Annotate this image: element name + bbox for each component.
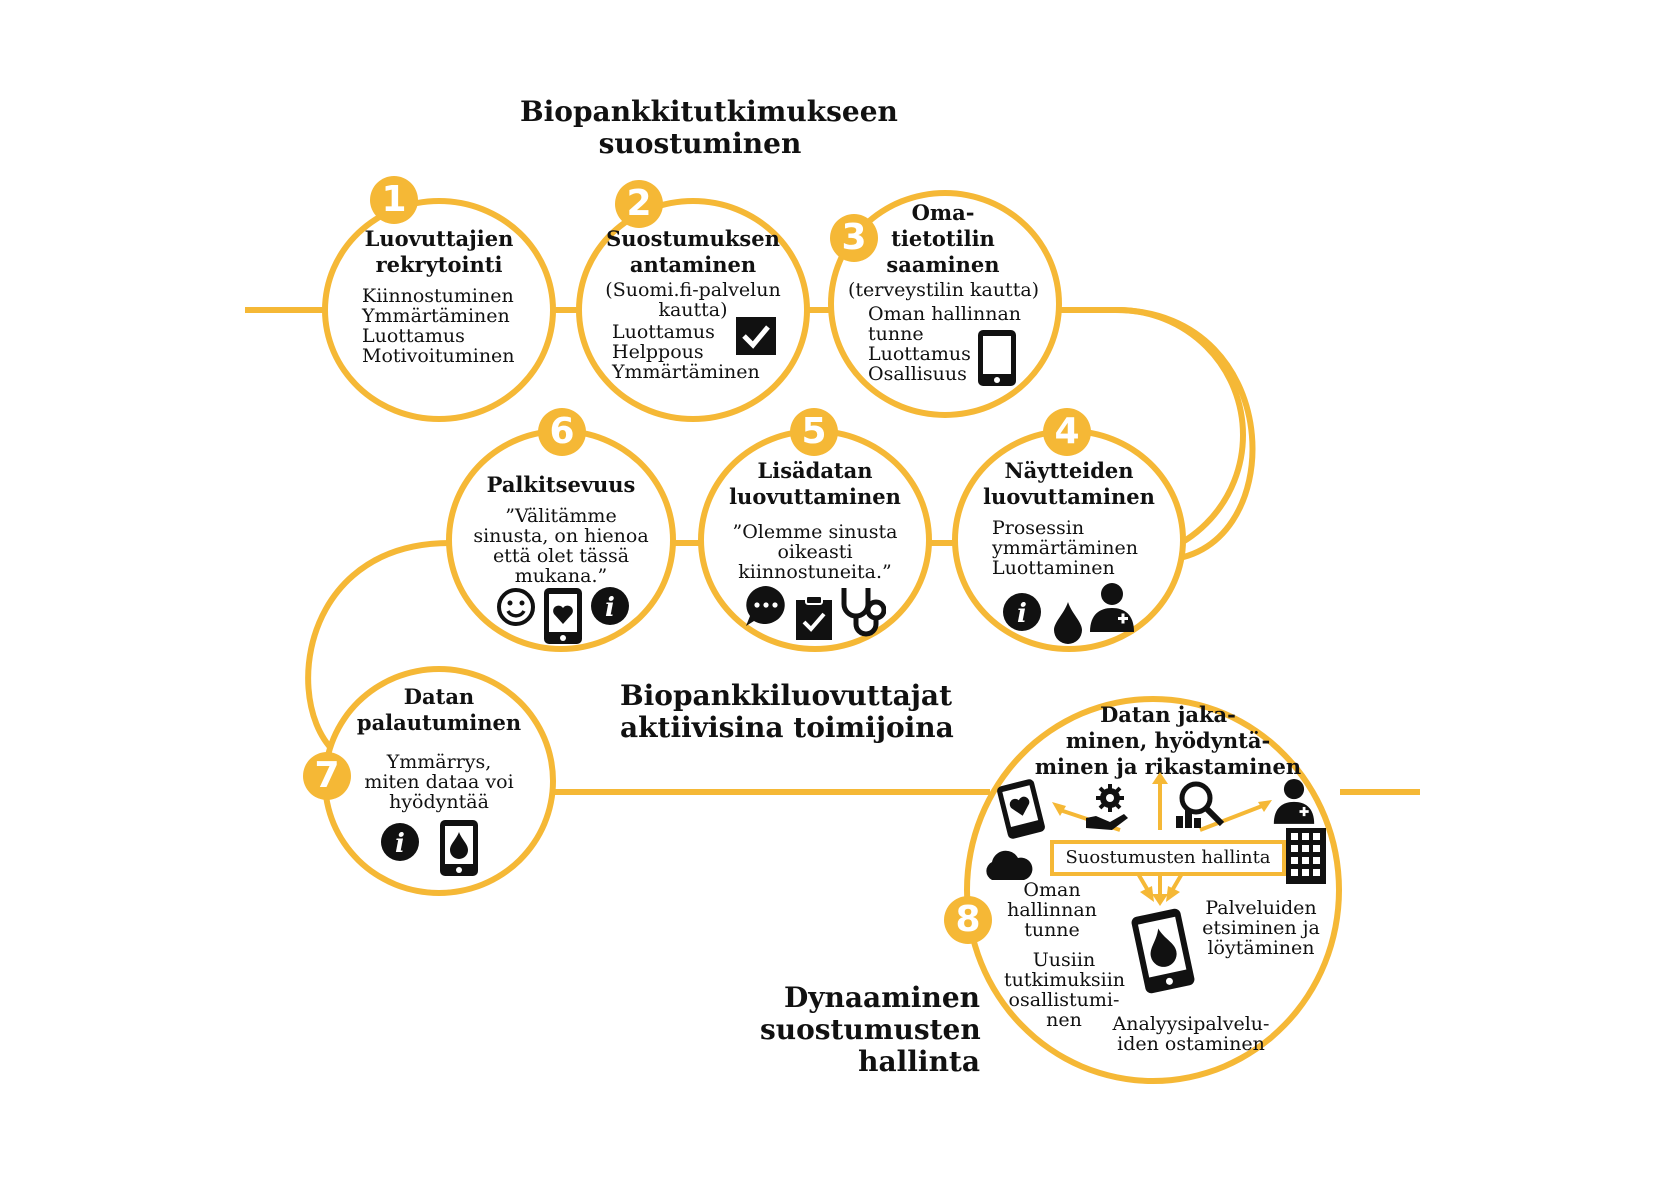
- info-icon: i: [591, 587, 629, 625]
- step-2-body: Luottamus Helppous Ymmärtäminen: [612, 321, 760, 383]
- consent-management-box: Suostumusten hallinta: [1050, 840, 1286, 876]
- heading-consent: Biopankkitutkimukseen suostuminen: [520, 95, 898, 160]
- label-own-control: Oman hallinnan tunne: [1007, 879, 1097, 941]
- step-6-title: Palkitsevuus: [486, 472, 636, 497]
- step-3-badge: 3: [830, 214, 878, 262]
- magnifier-chart-icon: [1176, 781, 1225, 828]
- step-2-title: Suostumuksen antaminen: [606, 226, 780, 277]
- label-research: Uusiin tutkimuksiin osallistumi- nen: [1004, 949, 1126, 1031]
- cloud-icon: [986, 850, 1033, 880]
- doctor-icon: [1090, 583, 1134, 632]
- svg-text:i: i: [1017, 599, 1027, 629]
- tablet-heart-icon: [544, 588, 582, 644]
- step-7-badge: 7: [303, 752, 351, 800]
- step-4-badge: 4: [1043, 408, 1091, 456]
- step-8-circle: [964, 696, 1342, 1084]
- building-icon: [1286, 828, 1326, 884]
- step-3-subtitle: (terveystilin kautta): [848, 279, 1040, 301]
- heading-dynamic-consent: Dynaaminen suostumusten hallinta: [760, 981, 981, 1078]
- step-5-title: Lisädatan luovuttaminen: [729, 458, 901, 509]
- step-1-title: Luovuttajien rekrytointi: [364, 226, 514, 277]
- chat-bubble-icon: [746, 586, 785, 626]
- step-1-badge: 1: [370, 176, 418, 224]
- tablet-heart-icon: [997, 779, 1045, 839]
- step-8-badge: 8: [944, 896, 992, 944]
- step-5-badge: 5: [790, 408, 838, 456]
- tablet-drop-icon: [440, 820, 478, 876]
- step-1-circle: [322, 198, 556, 422]
- step-1-body: Kiinnostuminen Ymmärtäminen Luottamus Mo…: [362, 285, 515, 367]
- step-2-circle: [576, 198, 810, 422]
- step-3-body: Oman hallinnan tunne Luottamus Osallisuu…: [868, 303, 1022, 385]
- svg-text:i: i: [605, 593, 615, 623]
- step-4-body: Prosessin ymmärtäminen Luottaminen: [992, 517, 1138, 579]
- gear-hand-icon: [1086, 784, 1128, 830]
- svg-text:i: i: [395, 829, 405, 859]
- step-5-body: ”Olemme sinusta oikeasti kiinnostuneita.…: [732, 521, 898, 583]
- step-6-badge: 6: [538, 408, 586, 456]
- tablet-drop-icon: [1131, 908, 1195, 994]
- step-3-title: Oma- tietotilin saaminen: [886, 200, 1000, 277]
- step-7-circle: [322, 666, 556, 896]
- step-6-body: ”Välitämme sinusta, on hienoa että olet …: [473, 505, 649, 587]
- info-icon: i: [381, 823, 419, 861]
- step-4-title: Näytteiden luovuttaminen: [983, 458, 1155, 509]
- info-icon: i: [1003, 593, 1041, 631]
- stethoscope-icon: [841, 588, 886, 637]
- label-analysis: Analyysipalvelu- iden ostaminen: [1112, 1013, 1270, 1055]
- checkbox-icon: [736, 317, 776, 355]
- clipboard-check-icon: [796, 595, 832, 640]
- label-services: Palveluiden etsiminen ja löytäminen: [1202, 897, 1320, 959]
- step-7-title: Datan palautuminen: [356, 684, 522, 735]
- step-2-badge: 2: [615, 180, 663, 228]
- drop-icon: [1054, 602, 1082, 644]
- step-8-title: Datan jaka- minen, hyödyntä- minen ja ri…: [1034, 702, 1302, 779]
- tablet-icon: [978, 330, 1016, 386]
- doctor-icon: [1273, 779, 1315, 824]
- step-7-body: Ymmärrys, miten dataa voi hyödyntää: [364, 751, 514, 813]
- smiley-icon: [497, 588, 535, 626]
- heading-active-donors: Biopankkiluovuttajat aktiivisina toimijo…: [620, 679, 954, 744]
- step-2-subtitle: (Suomi.fi-palvelun kautta): [605, 279, 781, 321]
